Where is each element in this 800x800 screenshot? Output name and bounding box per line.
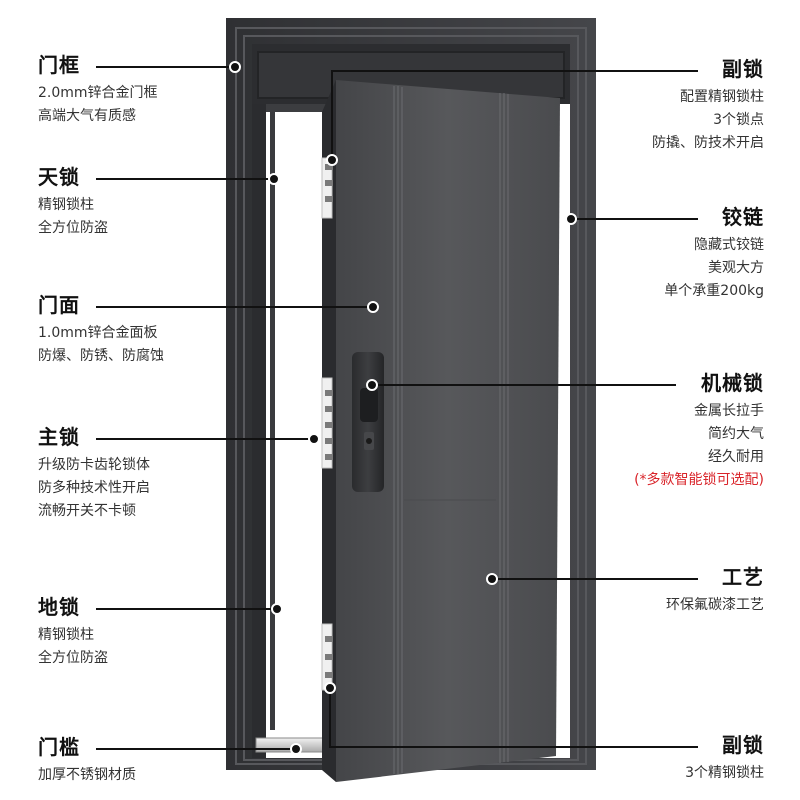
leader-craft-dot [486,573,498,585]
callout-desc: 高端大气有质感 [38,108,136,124]
callout-desc: 精钢锁柱 [38,197,94,213]
leader-aux-lock-top [331,70,698,160]
callout-desc: 精钢锁柱 [38,627,94,643]
callout-hinge: 铰链 隐藏式铰链 美观大方 单个承重200kg [664,204,764,303]
callout-title: 门槛 [38,735,80,759]
callout-door-frame: 门框 2.0mm锌合金门框 高端大气有质感 [38,52,158,128]
callout-top-lock: 天锁 精钢锁柱 全方位防盗 [38,164,108,240]
leader-mech-lock-dot [366,379,378,391]
top-lock-bolts [321,157,333,219]
callout-title: 副锁 [722,57,764,81]
callout-desc: 防撬、防技术开启 [652,135,764,151]
callout-mech-lock: 机械锁 金属长拉手 简约大气 经久耐用 (*多款智能锁可选配) [634,370,764,492]
callout-desc: 加厚不锈钢材质 [38,767,136,783]
leader-lines [96,61,698,755]
callout-desc: 简约大气 [708,426,764,442]
callout-desc: 全方位防盗 [38,220,108,236]
callout-aux-lock-bottom: 副锁 3个精钢锁柱 [685,732,764,785]
callout-aux-lock-top: 副锁 配置精钢锁柱 3个锁点 防撬、防技术开启 [652,56,764,155]
callout-title: 门框 [38,53,80,77]
callout-threshold: 门槛 加厚不锈钢材质 [38,734,136,787]
leader-aux-lock-bottom-dot [324,682,336,694]
leader-threshold-dot [290,743,302,755]
mechanical-lock-handle [352,352,384,492]
callout-title: 地锁 [38,595,80,619]
callout-floor-lock: 地锁 精钢锁柱 全方位防盗 [38,594,108,670]
callout-desc: 金属长拉手 [694,403,764,419]
callout-title: 门面 [38,293,80,317]
callout-desc: 经久耐用 [708,449,764,465]
floor-lock-bolts [321,623,333,691]
callout-desc: 3个精钢锁柱 [685,765,764,781]
callout-title: 副锁 [722,733,764,757]
callout-title: 工艺 [722,565,764,589]
main-lock-bolts [321,377,333,469]
door-frame [226,18,596,770]
leader-door-face-dot [367,301,379,313]
callout-desc: 升级防卡齿轮锁体 [38,457,150,473]
callout-desc: 2.0mm锌合金门框 [38,85,158,101]
leader-main-lock-dot [308,433,320,445]
callout-title: 机械锁 [701,371,764,395]
leader-aux-lock-top-dot [326,154,338,166]
callout-desc: 3个锁点 [713,112,764,128]
leader-top-lock-dot [268,173,280,185]
callout-desc: 防爆、防锈、防腐蚀 [38,348,164,364]
callout-craft: 工艺 环保氟碳漆工艺 [666,564,764,617]
callout-desc: 防多种技术性开启 [38,480,150,496]
callout-desc: 单个承重200kg [664,283,764,299]
callout-main-lock: 主锁 升级防卡齿轮锁体 防多种技术性开启 流畅开关不卡顿 [38,424,150,523]
leader-floor-lock-dot [271,603,283,615]
callout-title: 天锁 [38,165,80,189]
callout-desc: 美观大方 [708,260,764,276]
callout-desc: 环保氟碳漆工艺 [666,597,764,613]
callout-note: (*多款智能锁可选配) [634,472,764,488]
callout-desc: 流畅开关不卡顿 [38,503,136,519]
leader-hinge-dot [565,213,577,225]
callout-desc: 隐藏式铰链 [694,237,764,253]
callout-door-face: 门面 1.0mm锌合金面板 防爆、防锈、防腐蚀 [38,292,164,368]
leader-aux-lock-bottom [329,688,698,748]
callout-title: 铰链 [722,205,764,229]
leader-door-frame-dot [229,61,241,73]
callout-title: 主锁 [38,425,80,449]
door-leaf [322,80,560,782]
callout-desc: 全方位防盗 [38,650,108,666]
callout-desc: 1.0mm锌合金面板 [38,325,158,341]
callout-desc: 配置精钢锁柱 [680,89,764,105]
